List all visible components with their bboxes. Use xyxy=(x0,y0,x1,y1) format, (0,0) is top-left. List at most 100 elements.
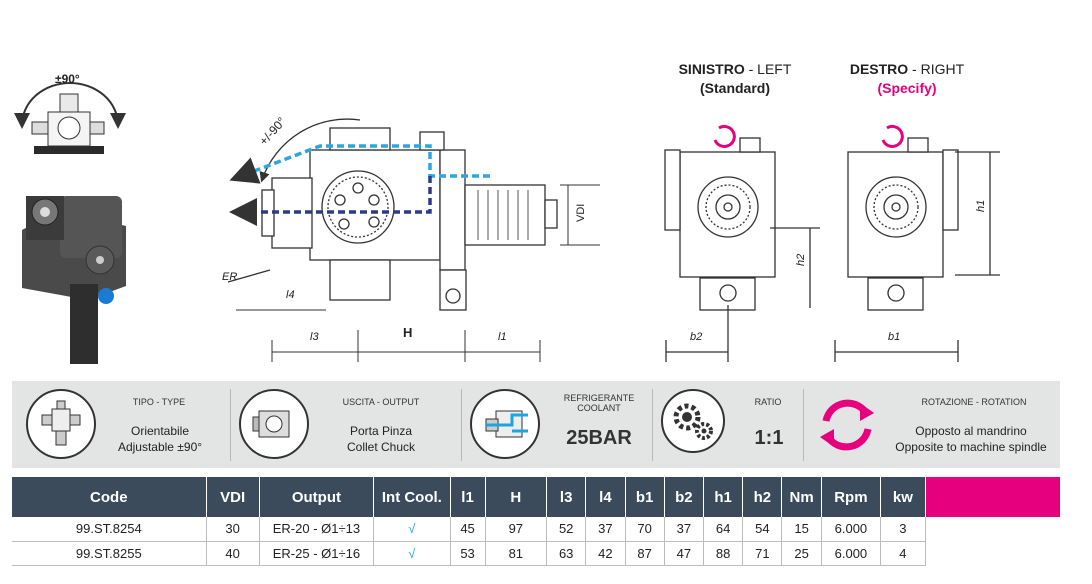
col-header: h2 xyxy=(742,477,783,517)
cell-nm: 15 xyxy=(781,517,822,542)
cell-h2: 54 xyxy=(742,517,783,542)
coolant-title1: REFRIGERANTE xyxy=(563,393,635,403)
feature-rotation: ROTAZIONE - ROTATION Opposto al mandrino… xyxy=(804,381,1060,468)
divider xyxy=(461,389,462,461)
cell-h1: 88 xyxy=(703,541,744,566)
left-view-note: (Standard) xyxy=(700,80,770,96)
cell-output: ER-25 - Ø1÷16 xyxy=(259,541,375,566)
cell-code: 99.ST.8254 xyxy=(12,517,207,542)
l1-label: l1 xyxy=(498,331,507,343)
h2-label: h2 xyxy=(795,254,807,266)
technical-drawings: ±90° xyxy=(14,72,1000,364)
left-view-header: SINISTRO - LEFT (Standard) xyxy=(660,60,810,98)
cell-kw: 4 xyxy=(880,541,926,566)
cell-int-cool: √ xyxy=(373,541,451,566)
col-header: l1 xyxy=(450,477,486,517)
l3-label: l3 xyxy=(310,331,319,343)
col-header: H xyxy=(485,477,548,517)
rotation-line2: Opposite to machine spindle xyxy=(895,440,1047,454)
cell-empty xyxy=(925,517,1060,541)
ratio-value: 1:1 xyxy=(754,427,784,449)
vdi-label: VDI xyxy=(575,204,587,222)
cell-b2: 37 xyxy=(664,517,705,542)
cell-b1: 70 xyxy=(625,517,665,542)
cell-kw: 3 xyxy=(880,517,926,542)
col-header: Rpm xyxy=(821,477,882,517)
adjustable-icon xyxy=(26,389,96,459)
h1-label: h1 xyxy=(975,200,987,212)
cell-l4: 42 xyxy=(585,541,626,566)
cell-l3: 52 xyxy=(546,517,587,542)
col-header: Code xyxy=(12,477,207,517)
cell-H: 81 xyxy=(485,541,548,566)
product-photo xyxy=(22,196,126,364)
coolant-icon xyxy=(470,389,540,459)
cell-h1: 64 xyxy=(703,517,744,542)
cell-rpm: 6.000 xyxy=(821,541,882,566)
type-line1: Orientabile xyxy=(130,424,190,438)
cell-vdi: 30 xyxy=(206,517,260,542)
col-header: kw xyxy=(880,477,926,517)
left-view xyxy=(664,124,820,362)
col-header: h1 xyxy=(703,477,744,517)
accent-header-cell xyxy=(925,477,1060,517)
b2-label: b2 xyxy=(690,331,702,343)
collet-chuck-icon xyxy=(239,389,309,459)
col-header: b2 xyxy=(664,477,705,517)
feature-ratio: RATIO 1:1 xyxy=(653,381,803,468)
feature-output: USCITA - OUTPUT Porta Pinza Collet Chuck xyxy=(231,381,461,468)
cell-l3: 63 xyxy=(546,541,587,566)
left-view-name: SINISTRO xyxy=(678,61,745,77)
rotation-schematic: ±90° xyxy=(14,72,126,154)
rot90-main-label: +/-90° xyxy=(256,114,288,148)
cell-vdi: 40 xyxy=(206,541,260,566)
table-row: 99.ST.8255 40 ER-25 - Ø1÷16 √ 53 81 63 4… xyxy=(12,541,1060,566)
l4-label: l4 xyxy=(286,289,295,301)
rotation-line1: Opposto al mandrino xyxy=(915,424,1027,438)
divider xyxy=(803,389,804,461)
right-view xyxy=(834,124,1000,362)
cell-H: 97 xyxy=(485,517,548,542)
gears-icon xyxy=(661,389,725,453)
cell-empty xyxy=(925,541,1060,565)
cell-int-cool: √ xyxy=(373,517,451,542)
rotation-title: ROTAZIONE - ROTATION xyxy=(921,397,1027,407)
coolant-value: 25BAR xyxy=(566,427,632,449)
right-view-header: DESTRO - RIGHT (Specify) xyxy=(832,60,982,98)
specs-table: Code VDI Output Int Cool. l1 H l3 l4 b1 … xyxy=(12,477,1060,566)
table-header-row: Code VDI Output Int Cool. l1 H l3 l4 b1 … xyxy=(12,477,1060,517)
feature-type: TIPO - TYPE Orientabile Adjustable ±90° xyxy=(12,381,230,468)
cell-code: 99.ST.8255 xyxy=(12,541,207,566)
divider xyxy=(230,389,231,461)
col-header: b1 xyxy=(625,477,665,517)
main-dimensions xyxy=(236,184,600,362)
cell-l1: 45 xyxy=(450,517,486,542)
col-header: l4 xyxy=(585,477,626,517)
output-line2: Collet Chuck xyxy=(346,440,416,454)
cell-rpm: 6.000 xyxy=(821,517,882,542)
divider xyxy=(652,389,653,461)
b1-label: b1 xyxy=(888,331,900,343)
cell-output: ER-20 - Ø1÷13 xyxy=(259,517,375,542)
coolant-title2: COOLANT xyxy=(577,403,621,413)
er-label: ER xyxy=(222,271,237,283)
col-header: VDI xyxy=(206,477,260,517)
col-header: l3 xyxy=(546,477,587,517)
coolant-path-external xyxy=(229,144,490,184)
table-row: 99.ST.8254 30 ER-20 - Ø1÷13 √ 45 97 52 3… xyxy=(12,517,1060,542)
feature-band: TIPO - TYPE Orientabile Adjustable ±90° … xyxy=(12,381,1060,468)
feature-coolant: REFRIGERANTE COOLANT 25BAR xyxy=(462,381,652,468)
right-view-suffix: - RIGHT xyxy=(908,61,965,77)
rotation-arrows-icon xyxy=(820,399,874,451)
type-line2: Adjustable ±90° xyxy=(117,440,203,454)
cell-b1: 87 xyxy=(625,541,665,566)
cell-l1: 53 xyxy=(450,541,486,566)
output-line1: Porta Pinza xyxy=(349,424,413,438)
right-view-name: DESTRO xyxy=(849,61,909,77)
col-header: Int Cool. xyxy=(373,477,451,517)
output-title: USCITA - OUTPUT xyxy=(342,397,420,407)
ratio-title: RATIO xyxy=(754,397,782,407)
rot90-small-label: ±90° xyxy=(55,72,80,86)
cell-h2: 71 xyxy=(742,541,783,566)
cell-l4: 37 xyxy=(585,517,626,542)
